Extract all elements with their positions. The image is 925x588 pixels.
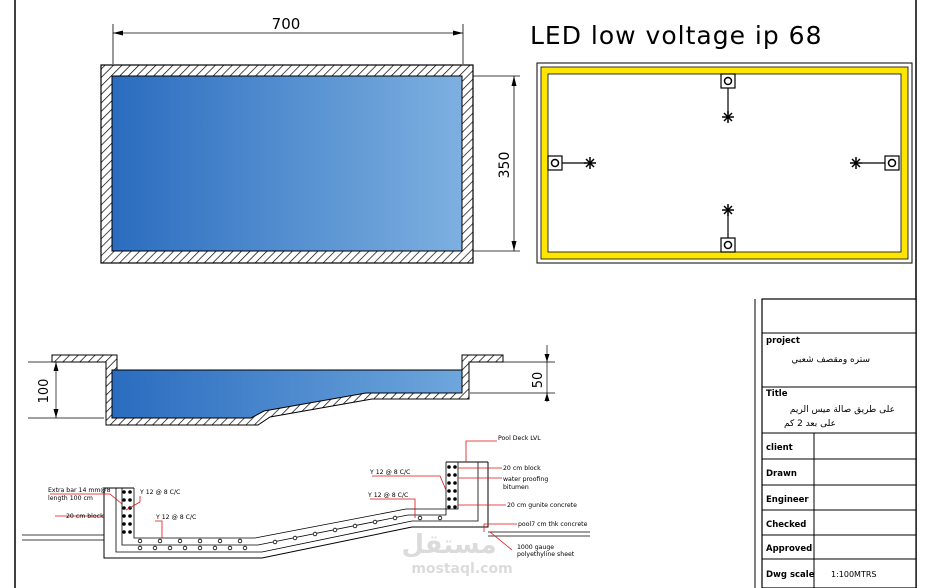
- rebar-floor: [137, 515, 443, 551]
- dim-arrow-top: [511, 76, 517, 86]
- light-fixture-right: [850, 155, 900, 171]
- section-dim-arrow-down: [53, 409, 59, 418]
- led-plan: [536, 62, 913, 264]
- dwg-scale-value: 1:100MTRS: [831, 570, 876, 579]
- pool-plan: 700 350: [100, 15, 520, 264]
- section-deep-label: 100: [37, 379, 52, 404]
- watermark-arabic: مستقل: [401, 530, 496, 560]
- watermark: مستقل mostaql.com: [401, 530, 512, 577]
- label-block-right: 20 cm block: [503, 465, 541, 472]
- engineer-label: Engineer: [766, 495, 809, 505]
- label-pool-deck: Pool Deck LVL: [498, 435, 541, 442]
- label-y12-left-bottom: Y 12 @ 8 C/C: [155, 513, 196, 521]
- title-value-1: على طريق صالة ميس الريم: [790, 405, 895, 415]
- leader-lines: [50, 440, 517, 551]
- dim-arrow-right: [453, 30, 463, 36]
- approved-label: Approved: [766, 544, 812, 554]
- dim-arrow-left: [113, 30, 123, 36]
- light-fixture-top: [720, 73, 736, 123]
- drawn-label: Drawn: [766, 469, 797, 479]
- label-gauge-1: 1000 gauge: [517, 544, 554, 551]
- project-value: ستره ومقصف شعبي: [791, 355, 870, 365]
- plan-length-label: 700: [272, 15, 301, 33]
- section-dim-arrow-top: [544, 354, 550, 362]
- section-water: [111, 369, 463, 419]
- rebar-left-wall: [122, 490, 132, 534]
- rebar-right-wall: [447, 465, 457, 509]
- construction-detail: Pool Deck LVL 20 cm block water proofing…: [22, 435, 590, 559]
- label-waterproofing-2: bitumen: [503, 484, 529, 491]
- client-label: client: [766, 443, 793, 453]
- led-inner-pool: [547, 73, 902, 253]
- label-y12-left-top: Y 12 @ 8 C/C: [139, 488, 180, 496]
- title-block: project ستره ومقصف شعبي Title على طريق ص…: [754, 298, 917, 588]
- light-fixture-left: [547, 155, 596, 171]
- label-extra-bar-2: length 100 cm: [48, 495, 93, 502]
- plan-width-label: 350: [497, 152, 513, 179]
- label-gauge-2: polyethyline sheet: [517, 551, 575, 558]
- label-thk-concrete: pool7 cm thk concrete: [518, 521, 588, 528]
- section-shallow-label: 50: [531, 372, 546, 389]
- drawing-title: LED low voltage ip 68: [530, 21, 822, 50]
- dim-arrow-bottom: [511, 241, 517, 251]
- checked-label: Checked: [766, 520, 806, 530]
- label-block-left: 20 cm block: [66, 513, 104, 520]
- title-label: Title: [766, 389, 788, 399]
- watermark-latin: mostaql.com: [411, 561, 512, 577]
- label-gunite: 20 cm gunite concrete: [507, 502, 577, 509]
- project-label: project: [766, 336, 800, 346]
- label-waterproofing-1: water proofing: [503, 476, 548, 483]
- label-y12-top-right: Y 12 @ 8 C/C: [369, 468, 410, 476]
- title-value-2: على بعد 2 كم: [784, 419, 836, 429]
- light-fixture-bottom: [720, 204, 736, 253]
- pool-section: 100 50: [28, 345, 555, 426]
- section-dim-arrow-up: [53, 362, 59, 371]
- plan-water: [111, 75, 463, 252]
- section-dim-arrow-bottom: [544, 393, 550, 401]
- label-y12-mid-right: Y 12 @ 8 C/C: [367, 491, 408, 499]
- dwg-scale-label: Dwg scale: [766, 570, 815, 580]
- label-extra-bar-1: Extra bar 14 mm@8: [48, 486, 111, 494]
